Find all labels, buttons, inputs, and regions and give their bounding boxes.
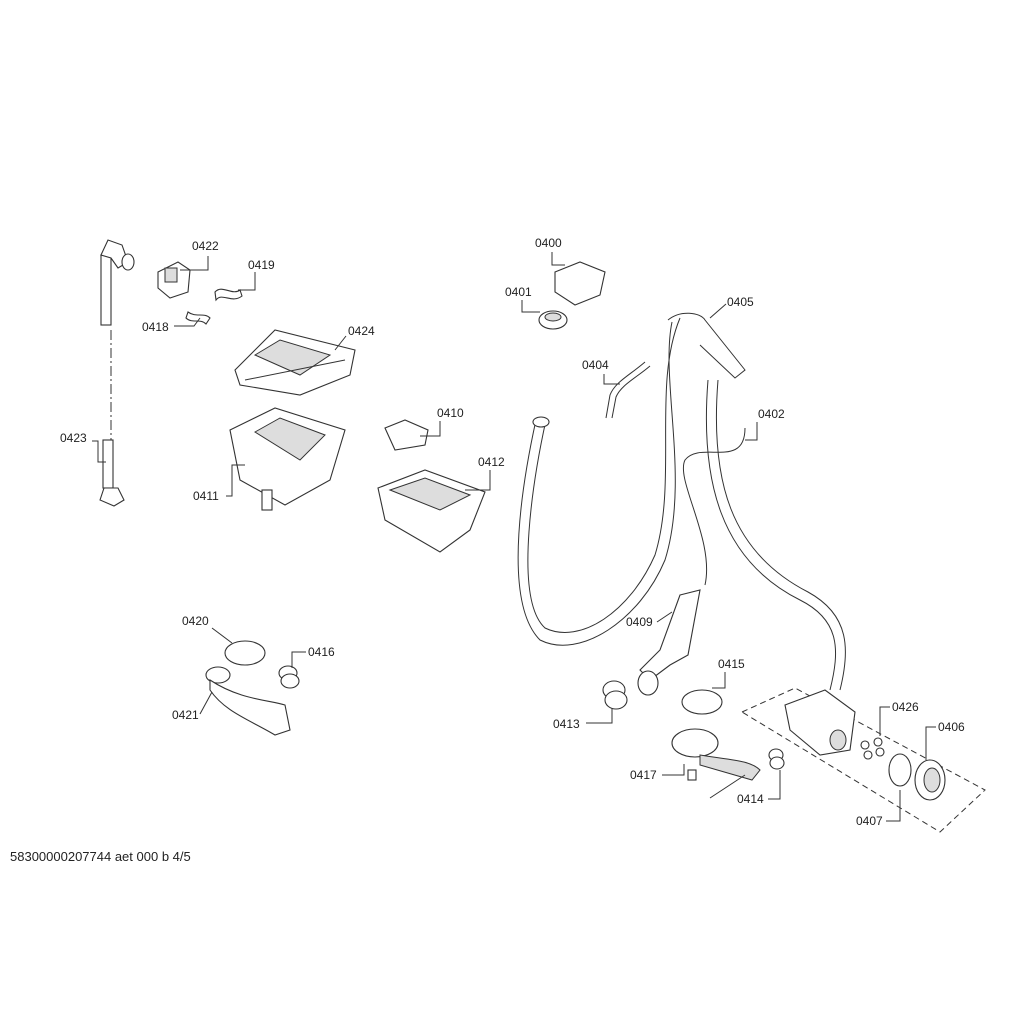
leader-lines bbox=[92, 252, 936, 822]
part-0420-ring[interactable] bbox=[224, 640, 266, 666]
part-0411-dispenser-housing[interactable] bbox=[229, 407, 346, 511]
part-0422-valve[interactable] bbox=[157, 261, 191, 299]
callout-0415[interactable]: 0415 bbox=[718, 657, 745, 671]
callout-0407[interactable]: 0407 bbox=[856, 814, 883, 828]
part-0404-hose[interactable] bbox=[605, 361, 651, 419]
callout-0409[interactable]: 0409 bbox=[626, 615, 653, 629]
callout-0404[interactable]: 0404 bbox=[582, 358, 609, 372]
part-0414-clamp[interactable] bbox=[768, 748, 785, 770]
part-0415-seal[interactable] bbox=[681, 689, 723, 715]
callout-0418[interactable]: 0418 bbox=[142, 320, 169, 334]
callout-0426[interactable]: 0426 bbox=[892, 700, 919, 714]
callout-0421[interactable]: 0421 bbox=[172, 708, 199, 722]
callout-0416[interactable]: 0416 bbox=[308, 645, 335, 659]
part-0419-hose[interactable] bbox=[214, 288, 243, 302]
callout-0414[interactable]: 0414 bbox=[737, 792, 764, 806]
part-0407-pump-filter[interactable] bbox=[888, 753, 946, 801]
callout-0423[interactable]: 0423 bbox=[60, 431, 87, 445]
part-0402-tube[interactable] bbox=[682, 427, 746, 586]
part-0417-sump[interactable] bbox=[671, 728, 761, 799]
part-0424-dispenser-lid[interactable] bbox=[234, 329, 356, 396]
part-0421-bellows-hose[interactable] bbox=[205, 666, 291, 736]
callout-0413[interactable]: 0413 bbox=[553, 717, 580, 731]
callout-0417[interactable]: 0417 bbox=[630, 768, 657, 782]
callout-0410[interactable]: 0410 bbox=[437, 406, 464, 420]
callout-0400[interactable]: 0400 bbox=[535, 236, 562, 250]
part-0418-hose[interactable] bbox=[185, 311, 211, 325]
part-0410-siphon[interactable] bbox=[384, 419, 429, 451]
callout-0411[interactable]: 0411 bbox=[193, 489, 219, 503]
part-0423-inlet-hose[interactable] bbox=[99, 239, 135, 507]
callout-0420[interactable]: 0420 bbox=[182, 614, 209, 628]
part-0412-drawer[interactable] bbox=[377, 469, 486, 553]
part-0400-pressure-switch[interactable] bbox=[554, 261, 606, 306]
callout-0412[interactable]: 0412 bbox=[478, 455, 505, 469]
callout-0405[interactable]: 0405 bbox=[727, 295, 754, 309]
callout-0419[interactable]: 0419 bbox=[248, 258, 275, 272]
callout-0406[interactable]: 0406 bbox=[938, 720, 965, 734]
callout-0401[interactable]: 0401 bbox=[505, 285, 532, 299]
part-0401-pressure-sensor[interactable] bbox=[538, 310, 568, 330]
callout-0422[interactable]: 0422 bbox=[192, 239, 219, 253]
document-reference: 58300000207744 aet 000 b 4/5 bbox=[10, 849, 191, 864]
callout-0402[interactable]: 0402 bbox=[758, 407, 785, 421]
part-0413-clamp[interactable] bbox=[602, 680, 628, 710]
part-0426-screws[interactable] bbox=[860, 737, 885, 760]
pump-kit-outline bbox=[740, 687, 986, 833]
callout-0424[interactable]: 0424 bbox=[348, 324, 375, 338]
part-0406-drain-pump[interactable] bbox=[784, 689, 856, 756]
part-0416-clamp[interactable] bbox=[278, 665, 300, 689]
part-0409-sump-hose[interactable] bbox=[637, 589, 701, 696]
